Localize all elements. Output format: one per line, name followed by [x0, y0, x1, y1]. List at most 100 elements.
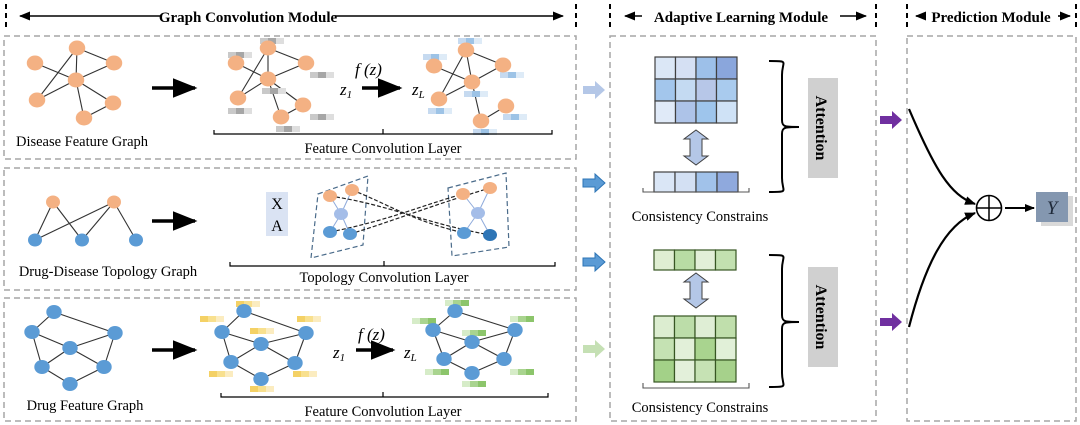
graph-node: [272, 109, 290, 125]
graph-node: [96, 360, 112, 374]
module-connector-arrows: [582, 81, 902, 358]
feature-vector-cell: [293, 371, 301, 377]
z1-label: z1: [339, 80, 352, 101]
matrix-cell: [714, 249, 737, 271]
fz-label: f (z): [358, 325, 385, 344]
matrix-cell: [714, 315, 737, 339]
graph-node: [483, 182, 497, 194]
feature-vector-cell: [236, 108, 244, 114]
feature-vector-cell: [266, 328, 274, 334]
graph-node: [463, 74, 481, 90]
feature-vector-cell: [228, 52, 236, 58]
feature-vector-cell: [318, 72, 326, 78]
feature-vector-cell: [305, 316, 313, 322]
feature-vector-cell: [511, 114, 519, 120]
graph-node: [497, 98, 515, 114]
cross-graph-link: [329, 193, 464, 233]
matrix-cell: [673, 359, 696, 383]
feature-vector-cell: [258, 328, 266, 334]
xa-input-box: [266, 192, 288, 236]
matrix-cell: [653, 359, 676, 383]
matrix-cell: [694, 249, 717, 271]
matrix-cell: [716, 171, 739, 193]
graph-node: [259, 40, 277, 56]
x-feature-label: X: [271, 196, 283, 213]
graph-edge: [81, 201, 115, 241]
feature-vector-cell: [428, 318, 436, 324]
matrix-cell: [715, 78, 738, 102]
graph-edge: [260, 332, 307, 345]
feature-vector-cell: [500, 72, 508, 78]
graph-node: [472, 113, 490, 129]
attention-label-top: Attention: [812, 96, 829, 161]
feature-vector-cell: [516, 72, 524, 78]
graph-convolution-module-title: Graph Convolution Module: [159, 10, 338, 26]
matrix-cell: [714, 337, 737, 361]
feature-vector-cell: [464, 91, 472, 97]
graph-edge: [34, 201, 54, 241]
drug-feature-graph-z1: [200, 301, 321, 392]
matrix-cell: [673, 337, 696, 361]
zl-label: zL: [403, 343, 417, 364]
feature-vector-cell: [458, 38, 466, 44]
feature-vector-cell: [461, 300, 469, 306]
feature-vector-cell: [526, 316, 534, 322]
feature-vector-cell: [473, 129, 481, 135]
feature-vector-cell: [309, 371, 317, 377]
feature-vector-cell: [236, 52, 244, 58]
feature-vector-cell: [412, 318, 420, 324]
disease-to-adaptive-arrow: [583, 81, 605, 99]
matrix-cell: [695, 100, 718, 124]
graph-node: [345, 184, 359, 196]
feature-vector-cell: [431, 54, 439, 60]
feature-vector-cell: [310, 114, 318, 120]
fusion-curve-top: [907, 108, 977, 206]
z1-label: z1: [332, 343, 345, 364]
topology-convolution-graphs: [310, 172, 510, 259]
prediction-panel: [906, 35, 1077, 422]
matrix-cell: [654, 56, 677, 80]
graph-node: [323, 226, 337, 238]
feature-vector-cell: [276, 126, 284, 132]
graph-node: [46, 195, 60, 209]
consistency-bracket-top: [642, 188, 750, 193]
graph-node: [75, 110, 93, 126]
feature-vector-cell: [474, 38, 482, 44]
matrix-cell: [694, 315, 717, 339]
disease-feature-graph-zl: [423, 38, 527, 135]
drug-feature-convolution-layer-label: Feature Convolution Layer: [304, 404, 461, 420]
graph-node: [494, 57, 512, 73]
matrix-cell: [673, 249, 696, 271]
attention-box-top: Attention: [808, 78, 838, 178]
feature-vector-cell: [225, 371, 233, 377]
attention-brace-bottom: [768, 254, 800, 388]
feature-vector-cell: [252, 301, 260, 307]
feature-vector-cell: [244, 301, 252, 307]
matrix-cell: [715, 56, 738, 80]
feature-vector-cell: [420, 318, 428, 324]
feature-vector-cell: [480, 91, 488, 97]
feature-vector-cell: [310, 72, 318, 78]
matrix-cell: [695, 171, 718, 193]
matrix-cell: [694, 359, 717, 383]
graph-node: [28, 92, 46, 108]
graph-edge: [438, 49, 467, 100]
feature-vector-cell: [481, 129, 489, 135]
disease-fz-transform: z1 f (z) zL: [339, 60, 425, 101]
matrix-cell: [695, 56, 718, 80]
disease-feature-graph-label: Disease Feature Graph: [16, 134, 149, 150]
drug-disease-topology-graph: [28, 195, 143, 247]
consistency-constrains-label-top: Consistency Constrains: [632, 209, 769, 225]
fz-label: f (z): [355, 60, 382, 79]
graph-node: [214, 325, 230, 339]
header-graph-convolution: Graph Convolution Module: [5, 4, 577, 30]
feature-vector-cell: [244, 52, 252, 58]
graph-node: [425, 323, 441, 337]
disease-feature-graph: [26, 40, 123, 126]
topology-embedding-vector-top: [653, 171, 739, 193]
graph-node: [323, 190, 337, 202]
graph-node: [457, 42, 475, 58]
attention-to-prediction-arrow-top: [880, 111, 902, 129]
drug-feature-graph-label: Drug Feature Graph: [27, 398, 145, 414]
feature-vector-cell: [208, 316, 216, 322]
